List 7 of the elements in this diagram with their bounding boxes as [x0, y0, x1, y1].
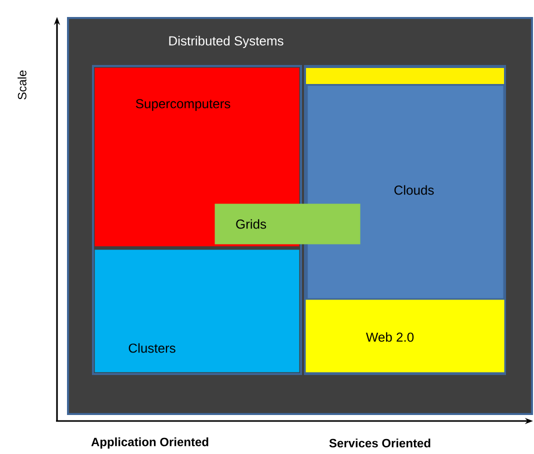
category-box: Web 2.0: [306, 300, 504, 372]
category-box: Clusters: [94, 250, 300, 372]
axis-label: Application Oriented: [91, 437, 208, 449]
category-box: Grids: [214, 204, 360, 244]
category-box: Clouds: [308, 86, 504, 298]
axis-label: Services Oriented: [329, 438, 430, 448]
axis-label: Scale: [18, 70, 26, 100]
